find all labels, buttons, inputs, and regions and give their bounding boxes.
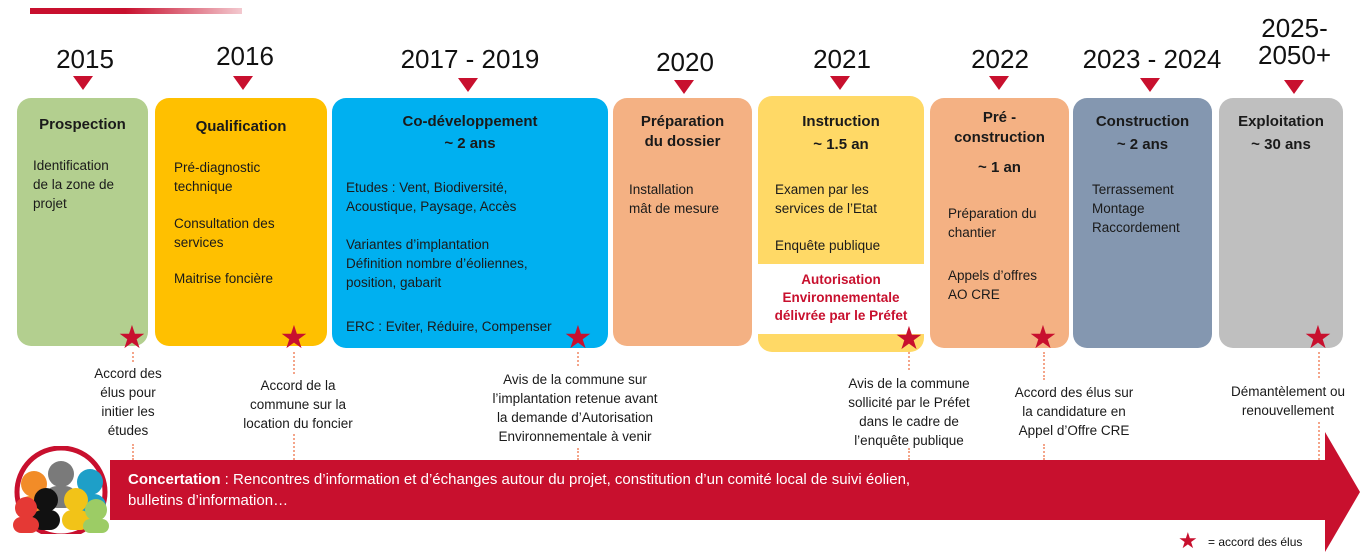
phase-title: Exploitation — [1238, 113, 1324, 130]
year-marker-2023-2024 — [1140, 78, 1160, 92]
phase-duration: ~ 2 ans — [444, 135, 496, 152]
phase-title: Construction — [1095, 113, 1190, 130]
phase-title: Préparation du dossier — [640, 113, 725, 150]
year-marker-2022 — [989, 76, 1009, 90]
elus-agreement-star-icon: ★ — [279, 319, 309, 355]
year-marker-2025-2050 — [1284, 80, 1304, 94]
phase-item: Variantes d’implantation Définition nomb… — [346, 237, 528, 290]
caption-demantelement: Démantèlement ou renouvellement — [1230, 384, 1346, 418]
phase-item: Préparation du chantier — [948, 206, 1037, 240]
phase-item: Terrassement Montage Raccordement — [1092, 182, 1180, 235]
phase-instruction: Instruction ~ 1.5 an Examen par les serv… — [758, 96, 924, 352]
phase-title: Co-développement — [402, 113, 538, 130]
concertation-label: Concertation — [128, 471, 221, 488]
year-2020: 2020 — [656, 47, 714, 77]
elus-agreement-star-icon: ★ — [894, 320, 924, 356]
phase-qualification: Qualification Pré-diagnostic technique C… — [155, 98, 327, 346]
legend-text: = accord des élus — [1208, 535, 1303, 549]
year-marker-2016 — [233, 76, 253, 90]
phase-item: Consultation des services — [174, 216, 275, 250]
caption-accord-elus-cre: Accord des élus sur la candidature en Ap… — [1014, 385, 1134, 438]
phase-title: Pré - construction — [954, 109, 1045, 146]
caption-avis-commune-implantation: Avis de la commune sur l’implantation re… — [492, 372, 658, 444]
authorization-panel — [758, 264, 924, 334]
year-2022: 2022 — [971, 44, 1029, 74]
year-marker-2015 — [73, 76, 93, 90]
year-2017-2019: 2017 - 2019 — [400, 44, 540, 74]
caption-accord-commune-foncier: Accord de la commune sur la location du … — [243, 378, 353, 431]
year-2023-2024: 2023 - 2024 — [1082, 44, 1222, 74]
top-accent-bar — [30, 8, 242, 14]
concertation-arrow — [110, 460, 1335, 520]
phase-duration: ~ 2 ans — [1116, 136, 1169, 153]
year-2015: 2015 — [56, 44, 114, 74]
phase-title: Instruction — [802, 113, 880, 130]
year-marker-2020 — [674, 80, 694, 94]
connector-line — [293, 352, 295, 374]
phase-pre-construction: Pré - construction ~ 1 an Préparation du… — [930, 98, 1069, 348]
phase-item: Enquête publique — [775, 238, 881, 253]
phase-item: Appels d’offres AO CRE — [948, 268, 1038, 302]
elus-agreement-star-icon: ★ — [117, 319, 147, 355]
phase-item: Pré-diagnostic technique — [174, 160, 261, 194]
elus-agreement-star-icon: ★ — [1028, 319, 1058, 355]
phase-duration: ~ 30 ans — [1251, 136, 1311, 153]
year-2021: 2021 — [813, 44, 871, 74]
caption-avis-commune-prefet: Avis de la commune sollicité par le Préf… — [848, 376, 970, 448]
phase-item: Installation mât de mesure — [629, 182, 720, 216]
connector-line — [132, 352, 134, 362]
phase-item: Identification de la zone de projet — [33, 158, 115, 211]
connector-line — [577, 448, 579, 460]
phase-preparation: Préparation du dossier Installation mât … — [613, 98, 752, 346]
year-2025-2050: 2025- 2050+ — [1257, 13, 1332, 70]
phase-exploitation: Exploitation ~ 30 ans — [1219, 98, 1343, 348]
phase-item: Maitrise foncière — [174, 271, 274, 286]
phase-co-developpement: Co-développement ~ 2 ans Etudes : Vent, … — [332, 98, 608, 348]
connector-line — [577, 352, 579, 366]
concertation-arrow-head — [1325, 432, 1360, 552]
phase-duration: ~ 1.5 an — [813, 136, 869, 153]
phase-construction: Construction ~ 2 ans Terrassement Montag… — [1073, 98, 1212, 348]
authorization-text: Autorisation Environnementale délivrée p… — [774, 272, 908, 323]
concertation-text: Concertation : Rencontres d’information … — [128, 469, 1308, 511]
connector-line — [1043, 444, 1045, 460]
year-marker-2017-2019 — [458, 78, 478, 92]
elus-agreement-star-icon: ★ — [1303, 319, 1333, 355]
connector-line — [908, 448, 910, 460]
concertation-description: : Rencontres d’information et d’échanges… — [128, 471, 911, 509]
phase-title: Qualification — [195, 118, 287, 135]
legend-star-icon: ★ — [1178, 528, 1198, 553]
phase-item: Etudes : Vent, Biodiversité, Acoustique,… — [346, 180, 517, 214]
phase-item: Examen par les services de l’Etat — [775, 182, 878, 216]
year-2016: 2016 — [216, 41, 274, 71]
elus-agreement-star-icon: ★ — [563, 319, 593, 355]
people-group-icon — [4, 445, 118, 539]
connector-line — [1318, 352, 1320, 378]
phase-title: Prospection — [39, 116, 126, 133]
phase-item: ERC : Eviter, Réduire, Compenser — [346, 319, 552, 334]
phase-prospection: Prospection Identification de la zone de… — [17, 98, 148, 346]
connector-line — [1043, 352, 1045, 380]
phase-duration: ~ 1 an — [978, 159, 1021, 176]
connector-line — [1318, 422, 1320, 460]
connector-line — [132, 444, 134, 460]
year-marker-2021 — [830, 76, 850, 90]
connector-line — [293, 434, 295, 460]
connector-line — [908, 352, 910, 370]
caption-accord-elus-etudes: Accord des élus pour initier les études — [94, 366, 162, 438]
